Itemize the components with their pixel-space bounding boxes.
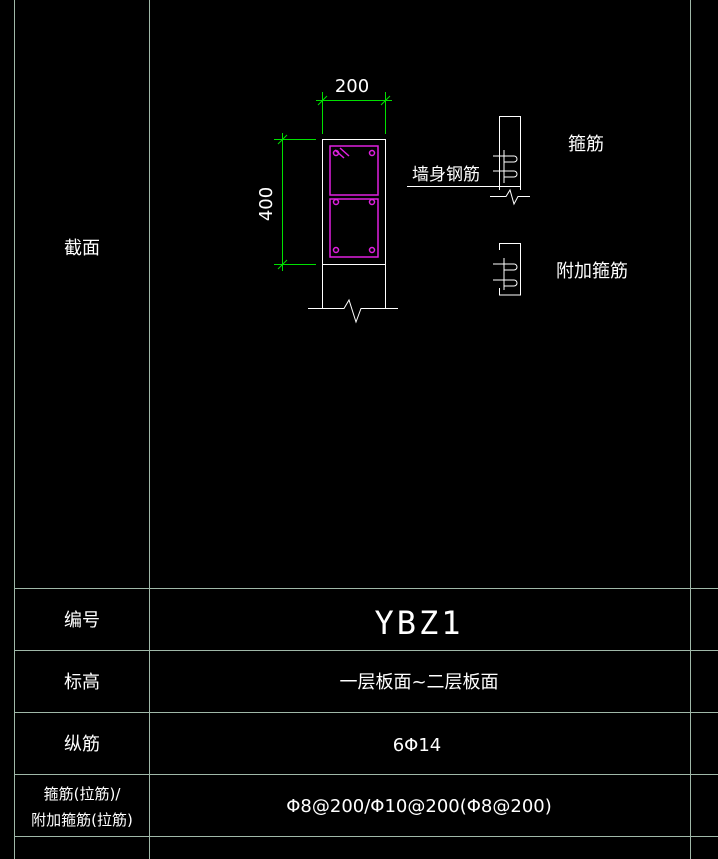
break-line <box>308 298 398 324</box>
row-label-section: 截面 <box>64 238 100 259</box>
legend-stirrup-symbol <box>407 116 530 206</box>
column-outline-box <box>322 139 386 265</box>
row-label-stirrup-line2: 附加箍筋(拉筋) <box>31 811 133 829</box>
rebar-dot-4 <box>368 198 376 206</box>
rebar-cage <box>329 145 379 258</box>
table-grid <box>14 0 718 859</box>
rebar-dot-1 <box>332 149 340 157</box>
stirrup-top <box>329 145 379 196</box>
row-label-stirrup-line1: 箍筋(拉筋)/ <box>44 785 122 803</box>
row-label-elevation: 标高 <box>64 672 100 693</box>
legend-extra-stirrup-symbol <box>493 243 521 296</box>
column-id: YBZ1 <box>374 604 463 642</box>
legend-wall-outline <box>499 116 521 190</box>
column-outline <box>308 139 398 324</box>
width-tick-right <box>380 95 391 106</box>
legend-extra-hook <box>493 263 518 271</box>
rebar-dot-2 <box>368 149 376 157</box>
extra-stirrup-label: 附加箍筋 <box>556 261 628 282</box>
stirrup-value: Φ8@200/Φ10@200(Φ8@200) <box>286 796 552 817</box>
stirrup-hook-right <box>339 147 350 157</box>
wall-rebar-label: 墙身钢筋 <box>412 165 480 185</box>
rebar-dot-3 <box>332 198 340 206</box>
width-dimension: 200 <box>335 76 369 97</box>
width-tick-left <box>317 95 328 106</box>
height-tick-bottom <box>277 259 288 270</box>
legend-wall-break <box>490 188 530 206</box>
row-label-number: 编号 <box>64 610 100 631</box>
rebar-dot-5 <box>332 246 340 254</box>
legend-extra-outline <box>499 243 521 296</box>
stirrup-hook-left <box>334 149 345 159</box>
longitudinal-rebar-value: 6Φ14 <box>393 735 442 756</box>
legend-stirrup-hook-2 <box>493 170 518 178</box>
legend-extra-hook-2 <box>493 279 518 287</box>
elevation-value: 一层板面~二层板面 <box>339 672 498 693</box>
legend-stirrup-hook-1 <box>493 155 518 163</box>
section-drawing: 200 400 <box>256 76 398 324</box>
height-dimension: 400 <box>256 187 277 221</box>
dimension-lines <box>274 92 392 271</box>
row-label-longitudinal-rebar: 纵筋 <box>64 734 100 755</box>
stirrup-bottom <box>329 198 379 258</box>
stirrup-label: 箍筋 <box>568 134 604 155</box>
rebar-dot-6 <box>368 246 376 254</box>
height-tick-top <box>277 134 288 145</box>
